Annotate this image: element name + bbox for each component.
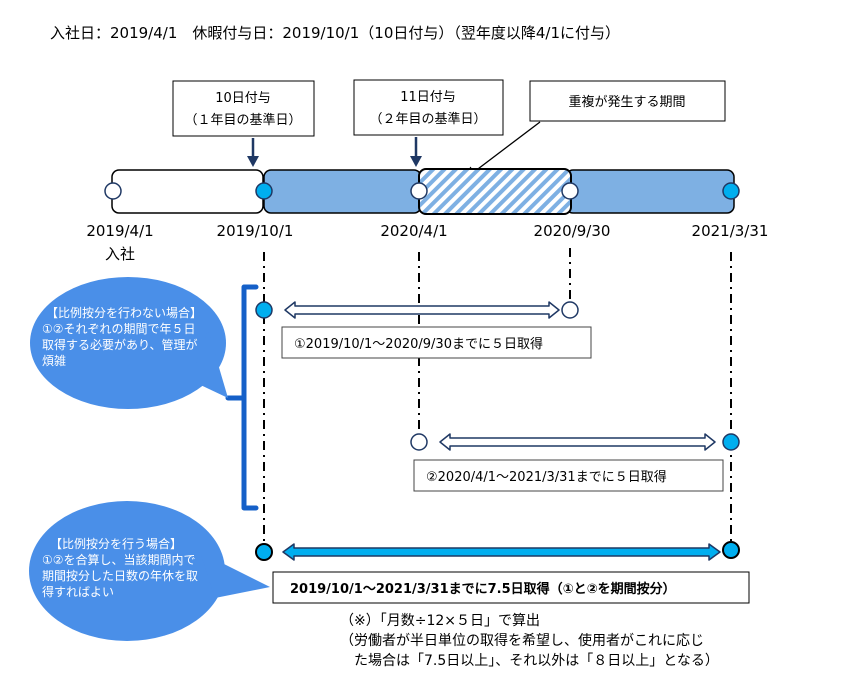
overlap-callout: 重複が発生する期間 <box>463 80 726 180</box>
bubble-no-proration-line4: 煩雑 <box>42 353 66 368</box>
range3-start-dot <box>255 543 273 561</box>
grant-box-year1-line2: （１年目の基準日） <box>184 112 301 128</box>
bracket <box>225 284 259 511</box>
bubble-no-proration: 【比例按分を行わない場合】 ①②それぞれの期間で年５日 取得する必要があり、管理… <box>30 277 228 409</box>
grant-box-year1-line1: 10日付与 <box>215 91 271 106</box>
range1-end-dot <box>561 301 579 319</box>
range2-label: ②2020/4/1～2021/3/31までに５日取得 <box>426 469 667 485</box>
bubble-proration-line1: 【比例按分を行う場合】 <box>50 536 182 551</box>
dot-2021-3-31 <box>722 182 740 200</box>
dot-2019-4-1 <box>104 182 122 200</box>
bubble-no-proration-line1: 【比例按分を行わない場合】 <box>46 305 202 320</box>
pre-grant-period <box>111 169 264 214</box>
range3-double-arrow <box>282 543 721 561</box>
grant-box-year1: 10日付与 （１年目の基準日） <box>172 80 315 137</box>
range3-end-dot <box>722 541 740 559</box>
overlap-period-hatched <box>418 168 572 215</box>
note-line2: （労働者が半日単位の取得を希望し、使用者がこれに応じ <box>340 632 704 649</box>
date-label-2019-4-1: 2019/4/1 <box>86 222 153 240</box>
range1-double-arrow <box>284 301 560 319</box>
grant-arrow-year2 <box>410 137 422 167</box>
range2-label-box: ②2020/4/1～2021/3/31までに５日取得 <box>413 459 724 492</box>
range3-label: 2019/10/1～2021/3/31までに7.5日取得（①と②を期間按分） <box>290 581 676 597</box>
bubble-no-proration-line3: 取得する必要があり、管理が <box>42 337 198 352</box>
note-line3: た場合は「7.5日以上」、それ以外は「８日以上」となる） <box>340 653 719 669</box>
bubble-proration-line2: ①②を合算し、当該期間内で <box>42 552 196 567</box>
grant-box-year2-line1: 11日付与 <box>400 90 456 105</box>
range2-start-dot <box>410 433 428 451</box>
range1-start-dot <box>255 301 273 319</box>
timeline-bar <box>111 168 735 215</box>
date-label-2020-4-1: 2020/4/1 <box>380 222 447 240</box>
bubble-proration: 【比例按分を行う場合】 ①②を合算し、当該期間内で 期間按分した日数の年休を取 … <box>29 501 270 641</box>
bubble-proration-line4: 得すればよい <box>42 584 114 599</box>
range2-end-dot <box>722 433 740 451</box>
join-label: 入社 <box>105 245 135 263</box>
dot-2019-10-1 <box>255 182 273 200</box>
page-title: 入社日：2019/4/1 休暇付与日：2019/10/1（10日付与）（翌年度以… <box>50 24 620 42</box>
year1-period-bar <box>263 169 422 214</box>
dot-2020-9-30 <box>561 182 579 200</box>
range1-label: ①2019/10/1～2020/9/30までに５日取得 <box>294 336 543 352</box>
year2-period-bar <box>565 169 735 214</box>
range3-label-box: 2019/10/1～2021/3/31までに7.5日取得（①と②を期間按分） <box>272 571 750 604</box>
range1-label-box: ①2019/10/1～2020/9/30までに５日取得 <box>281 326 592 359</box>
grant-arrow-year1 <box>247 138 259 167</box>
dot-2020-4-1 <box>410 182 428 200</box>
date-label-2020-9-30: 2020/9/30 <box>534 222 611 240</box>
bubble-no-proration-line2: ①②それぞれの期間で年５日 <box>42 322 196 336</box>
bubble-proration-line3: 期間按分した日数の年休を取 <box>42 568 198 583</box>
date-label-2021-3-31: 2021/3/31 <box>692 222 769 240</box>
date-label-2019-10-1: 2019/10/1 <box>217 222 294 240</box>
grant-box-year2-line2: （２年目の基準日） <box>369 111 486 127</box>
overlap-callout-text: 重複が発生する期間 <box>568 94 685 110</box>
grant-box-year2: 11日付与 （２年目の基準日） <box>353 79 504 136</box>
note-line1: （※）「月数÷12×５日」で算出 <box>340 613 540 629</box>
range2-double-arrow <box>439 433 716 451</box>
